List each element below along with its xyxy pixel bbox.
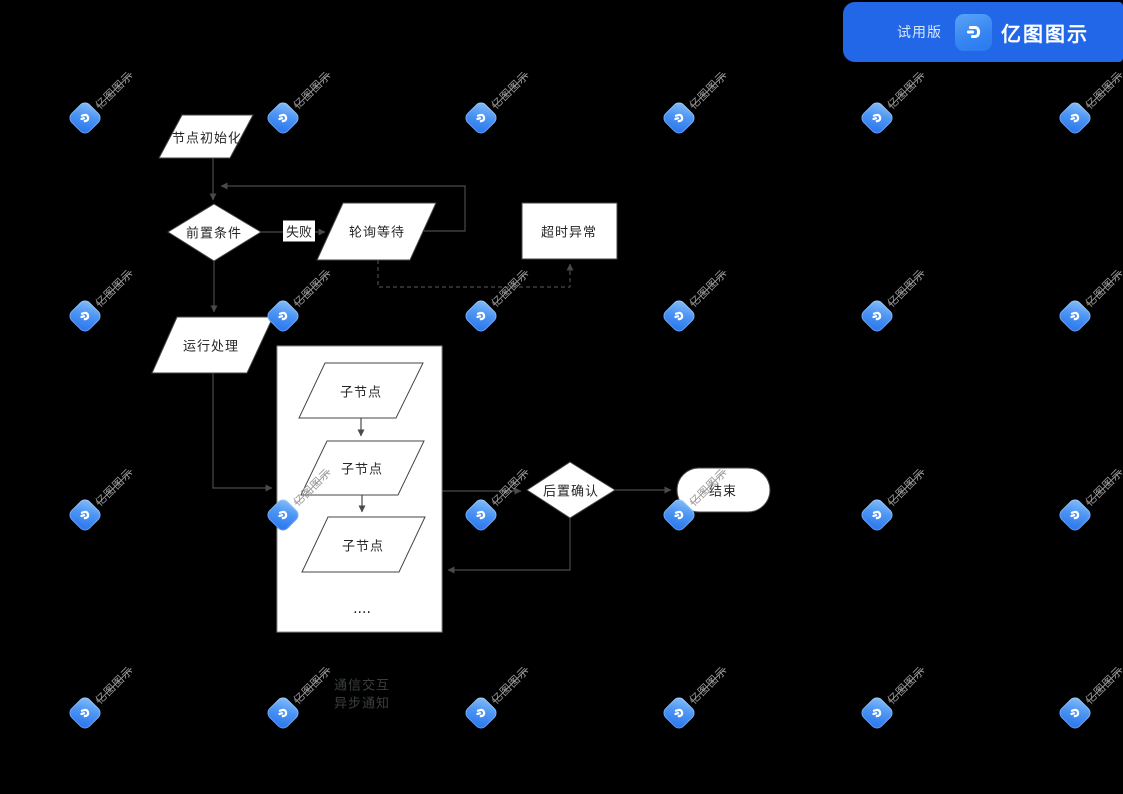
- shape-timeout-exception[interactable]: [521, 202, 618, 260]
- edraw-app-icon: [955, 13, 992, 51]
- shape-child-node-3[interactable]: [301, 516, 426, 573]
- trial-label: 试用版: [897, 25, 942, 41]
- connector-polling-timeout-dashed[interactable]: [377, 260, 574, 288]
- label-ellipsis: ....: [353, 601, 371, 617]
- shape-child-node-2[interactable]: [300, 440, 425, 496]
- shape-postconfirm-decision[interactable]: [526, 461, 616, 519]
- trial-badge[interactable]: 试用版 亿图图示: [843, 2, 1123, 62]
- label-child-3: 子节点: [341, 539, 385, 555]
- brand-name: 亿图图示: [1001, 21, 1089, 46]
- legend-communication: 通信交互: [333, 678, 391, 694]
- shape-polling-wait[interactable]: [316, 202, 437, 261]
- legend-async-notify: 异步通知: [333, 696, 391, 712]
- label-child-1: 子节点: [339, 385, 383, 401]
- shape-precondition-decision[interactable]: [167, 203, 262, 262]
- label-child-2: 子节点: [340, 462, 384, 478]
- shape-end-terminator[interactable]: [676, 467, 771, 513]
- label-polling: 轮询等待: [348, 225, 406, 241]
- shape-node-init[interactable]: [158, 114, 254, 159]
- label-postconfirm: 后置确认: [542, 484, 600, 500]
- shape-run-process[interactable]: [151, 316, 274, 374]
- connector-run-container[interactable]: [212, 373, 273, 492]
- label-precondition: 前置条件: [185, 226, 243, 242]
- label-end: 结束: [708, 484, 738, 500]
- label-timeout: 超时异常: [540, 225, 598, 241]
- label-run: 运行处理: [182, 339, 240, 355]
- label-fail: 失败: [282, 220, 316, 242]
- shape-child-node-1[interactable]: [298, 362, 424, 419]
- connector-polling-feedback[interactable]: [220, 182, 466, 232]
- label-node-init: 节点初始化: [171, 131, 243, 147]
- connector-postconfirm-container[interactable]: [447, 518, 571, 574]
